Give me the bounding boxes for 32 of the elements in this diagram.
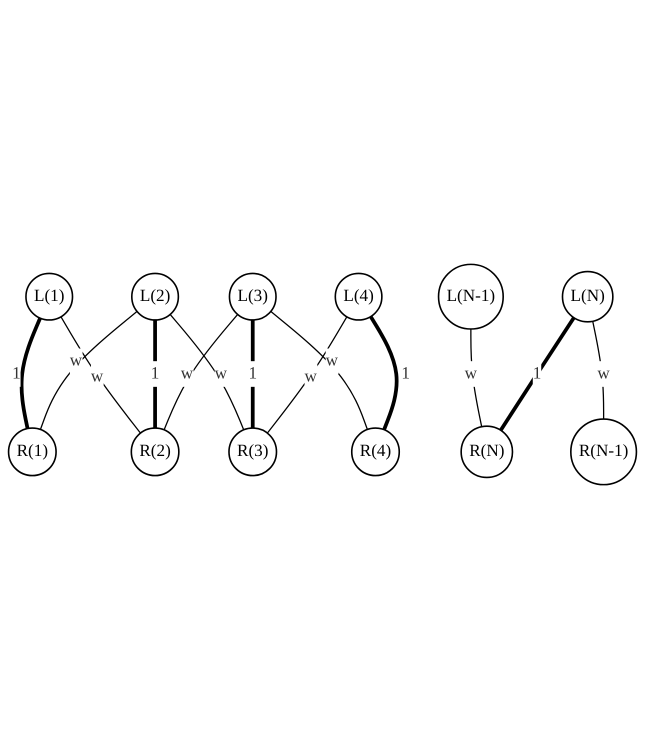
edge-label: w [304,368,317,386]
edge-label: w [90,368,104,386]
node-circle: L(3) [228,272,277,321]
edge-label: w [180,364,194,383]
node-circle: R(2) [130,427,180,476]
edge-label: w [597,364,610,383]
edge-label: 1 [12,364,21,383]
connector [369,316,399,430]
connector [266,316,348,434]
node-circle: L(N-1) [438,264,504,330]
node-circle: L(2) [131,272,180,321]
edge-label: 1 [532,364,542,383]
edge-label: w [326,352,338,370]
connector [20,317,42,429]
node-circle: L(1) [25,272,74,321]
edge-label: 1 [401,364,410,383]
edge-label: 1 [248,364,258,383]
connector [40,310,138,430]
node-circle: L(4) [334,272,383,321]
node-circle: R(4) [350,427,400,476]
edge-label: w [214,364,228,383]
edge-label: w [70,352,82,370]
node-circle: R(N) [460,425,514,478]
node-circle: R(N-1) [570,418,638,486]
connector [499,316,576,432]
edge-label: 1 [150,364,160,383]
edge-label: w [464,364,478,383]
node-circle: L(N) [562,270,614,323]
connector [270,310,368,430]
node-circle: R(3) [228,427,278,476]
connector [60,316,141,434]
node-circle: R(1) [8,427,57,476]
